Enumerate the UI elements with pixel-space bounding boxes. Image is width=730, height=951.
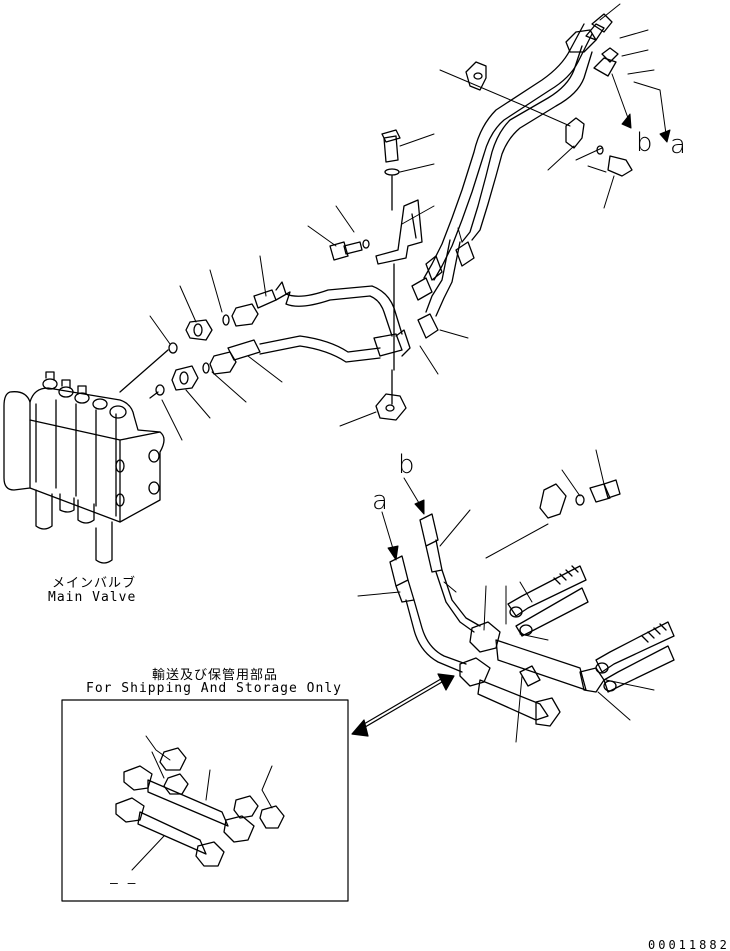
double-arrow (351, 673, 455, 737)
upper-clamps-drawing (329, 61, 633, 421)
callout-arrows (381, 73, 671, 561)
callout-a-upper: a (670, 130, 686, 160)
shipping-parts-box (61, 699, 349, 902)
main-valve-label-en: Main Valve (48, 590, 137, 605)
main-valve-drawing (3, 371, 165, 564)
callout-b-lower: b (398, 450, 415, 480)
tube-assembly-drawing (259, 13, 619, 363)
main-valve-label-jp: メインバルブ (52, 576, 137, 591)
lower-assembly-drawing (389, 479, 675, 727)
callout-b-upper: b (636, 128, 653, 158)
shipping-label-jp: 輸送及び保管用部品 (152, 668, 279, 683)
leader-lines (149, 3, 655, 743)
callout-a-lower: a (372, 486, 388, 516)
dash-mark: – – (110, 876, 137, 891)
valve-fittings-drawing (119, 289, 277, 399)
drawing-code: 00011882 (648, 938, 730, 951)
shipping-label-en: For Shipping And Storage Only (86, 681, 342, 696)
